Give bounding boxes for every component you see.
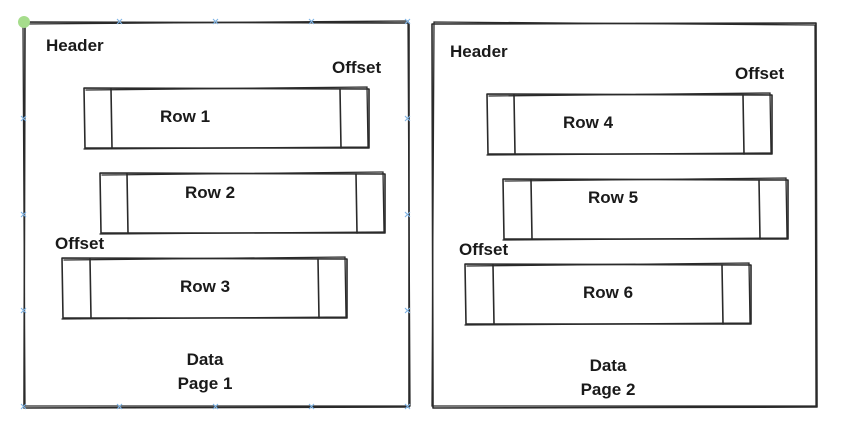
row-box xyxy=(464,263,752,325)
row-offset-divider-left xyxy=(492,264,495,325)
page-1-footer-line-1: Data xyxy=(187,350,224,369)
row-box-sketch xyxy=(61,256,347,320)
selection-handle xyxy=(308,403,315,410)
page-2-row-6[interactable]: Row 6 xyxy=(464,262,752,326)
row-box xyxy=(99,172,386,234)
row-offset-divider-right xyxy=(355,173,358,234)
row-label: Row 2 xyxy=(185,183,235,202)
row-box-sketch xyxy=(502,177,788,241)
row-box-sketch xyxy=(486,92,772,156)
page-1-header-label: Header xyxy=(46,36,104,55)
row-offset-divider-right xyxy=(317,258,320,319)
row-box-sketch xyxy=(464,262,751,326)
row-offset-divider-left xyxy=(89,258,92,319)
selection-handle xyxy=(116,403,123,410)
selection-handle xyxy=(20,211,27,218)
selection-handle xyxy=(212,403,219,410)
row-box-sketch xyxy=(99,171,385,235)
selection-handle xyxy=(404,307,411,314)
page-1-frame-sketch xyxy=(22,20,411,407)
page-2-header-label: Header xyxy=(450,42,508,61)
selection-handle xyxy=(20,115,27,122)
page-2-offset-label-top: Offset xyxy=(735,64,784,83)
page-1-row-1[interactable]: Row 1 xyxy=(83,86,370,150)
row-offset-divider-right xyxy=(721,264,724,325)
page-2-row-4[interactable]: Row 4 xyxy=(486,92,773,156)
data-page-1[interactable]: Header Offset Row 1 Row 2 Offset Row 3 xyxy=(18,16,411,410)
selection-handle xyxy=(404,403,411,410)
selection-handle xyxy=(212,18,219,25)
row-label: Row 6 xyxy=(583,283,633,302)
page-2-footer-line-1: Data xyxy=(590,356,627,375)
selection-handle xyxy=(308,18,315,25)
row-label: Row 5 xyxy=(588,188,638,207)
row-label: Row 1 xyxy=(160,107,210,126)
selection-handle xyxy=(404,115,411,122)
selection-handle xyxy=(116,18,123,25)
row-offset-divider-left xyxy=(110,88,113,149)
row-offset-divider-right xyxy=(339,88,342,149)
page-1-offset-label-top: Offset xyxy=(332,58,381,77)
row-box xyxy=(502,178,789,240)
row-label: Row 4 xyxy=(563,113,614,132)
row-box-sketch xyxy=(83,86,369,150)
selection-handle xyxy=(20,403,27,410)
page-1-row-3[interactable]: Row 3 xyxy=(61,256,348,320)
page-2-offset-label-bottom: Offset xyxy=(459,240,508,259)
page-1-selection-handles xyxy=(18,16,411,410)
row-box xyxy=(61,257,348,319)
row-offset-divider-right xyxy=(758,179,761,240)
row-offset-divider-left xyxy=(513,94,516,155)
data-page-2[interactable]: Header Offset Row 4 Row 5 Offset Row 6 xyxy=(431,21,818,409)
page-2-frame-sketch xyxy=(431,21,817,407)
page-2-row-5[interactable]: Row 5 xyxy=(502,177,789,241)
page-2-footer-line-2: Page 2 xyxy=(581,380,636,399)
row-box xyxy=(83,87,370,149)
selection-handle xyxy=(404,211,411,218)
page-1-row-2[interactable]: Row 2 xyxy=(99,171,386,235)
selection-dot xyxy=(18,16,30,28)
page-1-offset-label-bottom: Offset xyxy=(55,234,104,253)
row-offset-divider-right xyxy=(742,94,745,155)
selection-handle xyxy=(404,18,411,25)
page-1-footer-line-2: Page 1 xyxy=(178,374,233,393)
row-label: Row 3 xyxy=(180,277,230,296)
row-offset-divider-left xyxy=(530,179,533,240)
selection-handle xyxy=(20,307,27,314)
row-offset-divider-left xyxy=(126,173,129,234)
row-box xyxy=(486,93,773,155)
